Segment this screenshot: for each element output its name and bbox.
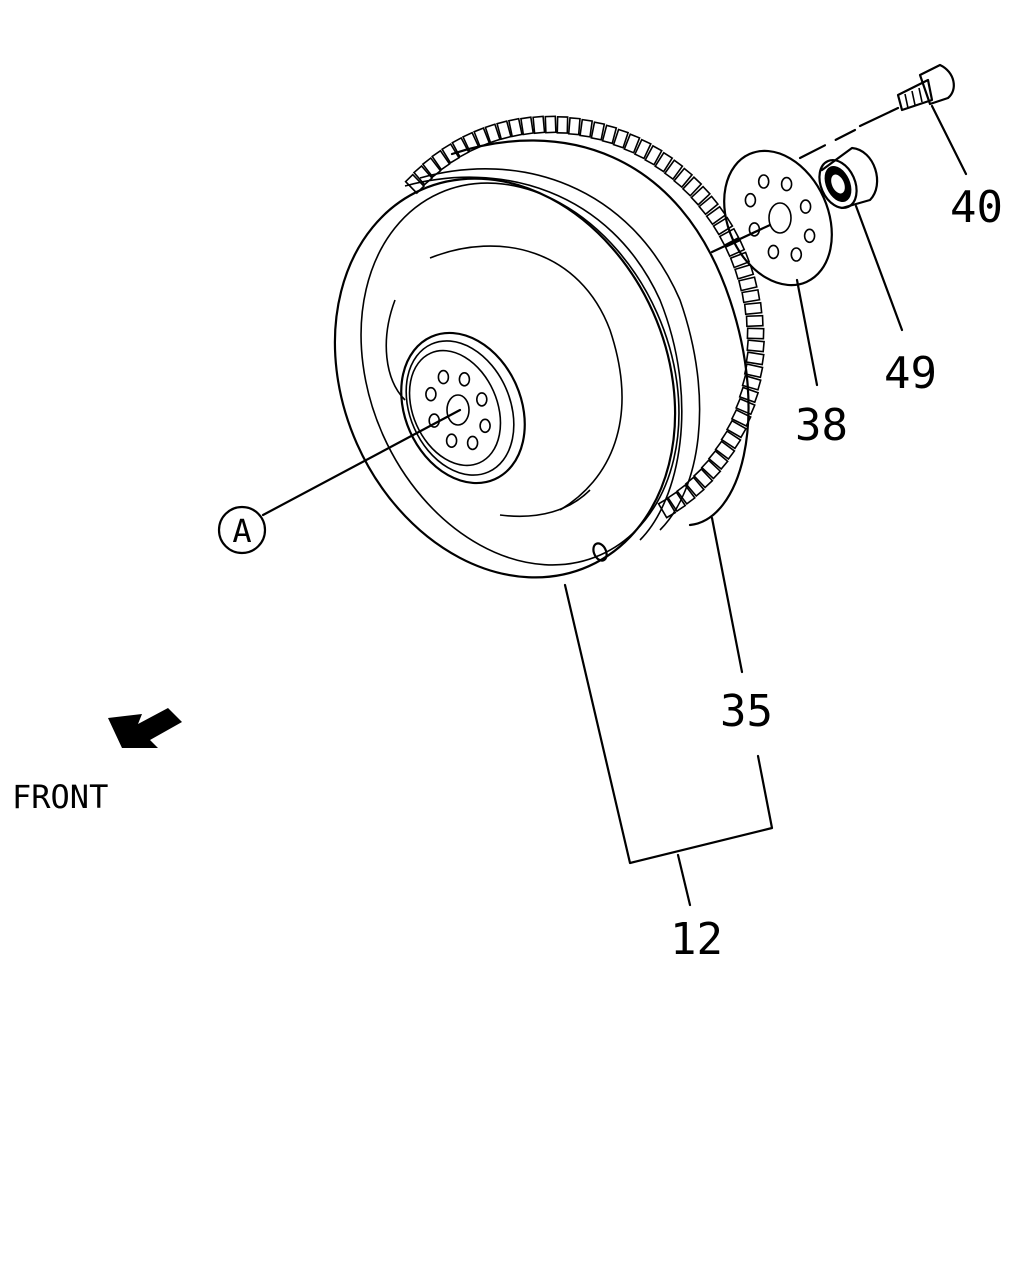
- part-label-35: 35: [720, 686, 773, 737]
- gear-tooth: [700, 459, 722, 480]
- gear-tooth: [657, 497, 677, 519]
- reference-a-callout: A: [217, 505, 267, 555]
- center-bore: [768, 202, 792, 234]
- reference-a-label: A: [232, 512, 251, 550]
- gear-tooth: [712, 216, 734, 236]
- bolt-hole: [767, 244, 780, 260]
- gear-tooth: [601, 124, 618, 145]
- part-label-38: 38: [795, 400, 848, 451]
- hub-bolt-holes: [425, 369, 491, 451]
- gear-tooth: [743, 301, 763, 316]
- mounting-hole: [592, 542, 608, 562]
- gear-tooth: [720, 430, 742, 450]
- flywheel: [333, 139, 750, 579]
- gear-tooth: [431, 149, 451, 171]
- gear-tooth: [681, 176, 703, 197]
- gear-tooth: [623, 133, 641, 154]
- bolt-hole: [437, 369, 450, 385]
- bolt-hole: [466, 435, 479, 451]
- gear-tooth: [544, 115, 557, 134]
- part-label-49: 49: [884, 348, 937, 399]
- front-arrow-icon: [108, 708, 182, 748]
- alignment-lines: [710, 106, 900, 254]
- bearing-49: [818, 146, 879, 210]
- bolt-hole: [799, 199, 812, 214]
- gear-tooth: [724, 239, 746, 258]
- ring-gear-teeth: [404, 115, 765, 519]
- gear-tooth: [496, 120, 512, 141]
- gear-tooth: [672, 167, 694, 189]
- bolt-hole: [790, 247, 803, 262]
- gear-tooth: [746, 327, 765, 340]
- gear-tooth: [590, 121, 606, 141]
- bolt-hole: [757, 174, 770, 189]
- gear-tooth: [612, 128, 630, 149]
- gear-tooth: [644, 144, 663, 166]
- gear-tooth: [714, 440, 736, 461]
- plate-bolt-holes: [744, 174, 816, 262]
- gear-tooth: [741, 288, 761, 304]
- gear-tooth: [698, 195, 720, 216]
- bolt-hole: [445, 433, 458, 449]
- gear-tooth: [579, 118, 594, 138]
- gear-tooth: [734, 263, 755, 280]
- gear-tooth: [725, 419, 748, 439]
- gear-tooth: [745, 314, 764, 328]
- front-label: FRONT: [12, 778, 108, 816]
- flywheel-outer-rim: [333, 177, 677, 579]
- gear-tooth: [532, 115, 546, 135]
- gear-tooth: [705, 205, 727, 226]
- bolt-40: [896, 63, 955, 112]
- part-label-40: 40: [950, 182, 1003, 233]
- center-bore: [446, 394, 470, 426]
- gear-tooth: [451, 136, 470, 158]
- gear-tooth: [654, 151, 674, 173]
- gear-tooth: [507, 117, 523, 138]
- gear-tooth: [737, 276, 758, 292]
- flywheel-hub: [400, 331, 526, 485]
- gear-tooth: [441, 142, 461, 165]
- bolt-hole: [425, 386, 437, 402]
- gear-tooth: [520, 116, 535, 136]
- bolt-hole: [475, 392, 488, 407]
- gear-tooth: [746, 339, 765, 353]
- gear-tooth: [567, 117, 581, 136]
- bolt-hole: [780, 176, 793, 192]
- gear-tooth: [692, 467, 714, 489]
- plate-38: [723, 149, 833, 287]
- front-direction-indicator: FRONT: [12, 708, 182, 816]
- gear-tooth: [633, 138, 652, 160]
- gear-tooth: [745, 351, 765, 366]
- gear-tooth: [707, 449, 729, 471]
- gear-tooth: [718, 227, 740, 247]
- bolt-hole: [479, 418, 491, 434]
- gear-tooth: [663, 159, 684, 181]
- bolt-hole: [458, 371, 471, 387]
- leader-lines: [261, 104, 968, 907]
- bolt-hole: [744, 192, 757, 208]
- gear-tooth: [729, 251, 751, 269]
- gear-tooth: [484, 123, 501, 144]
- bolt-hole: [803, 228, 816, 244]
- gear-tooth: [690, 185, 712, 206]
- part-label-12: 12: [670, 914, 723, 965]
- gear-tooth: [556, 116, 569, 134]
